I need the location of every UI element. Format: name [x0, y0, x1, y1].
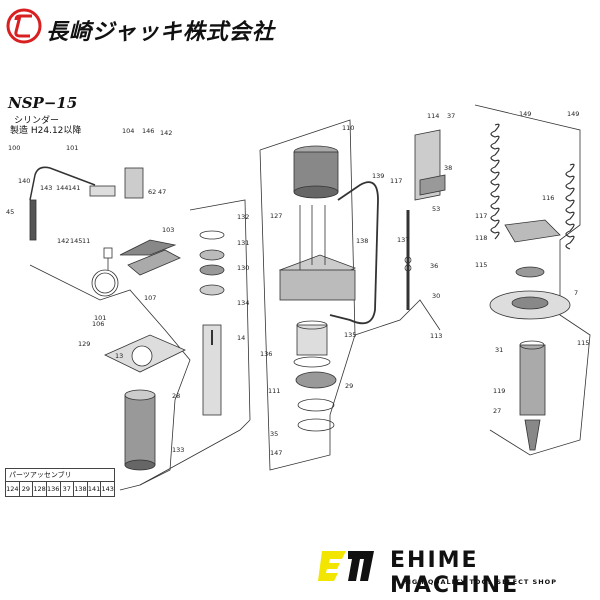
part-number-label: 104: [122, 127, 134, 135]
part-number-label: 142: [57, 237, 69, 245]
part-number-label: 13: [115, 352, 123, 360]
part-number-label: 141: [68, 184, 80, 192]
parts-table-cell: 136: [47, 482, 61, 496]
part-number-label: 45: [6, 208, 14, 216]
model-number: NSP−15: [8, 94, 78, 112]
parts-table-row: 124 29 128 136 37 138 141 143: [6, 482, 114, 496]
part-number-label: 36: [430, 262, 438, 270]
part-number-label: 149: [519, 110, 531, 118]
parts-table-cell: 124: [6, 482, 20, 496]
part-number-label: 101: [66, 144, 78, 152]
part-number-label: 31: [495, 346, 503, 354]
part-number-label: 100: [8, 144, 20, 152]
part-number-label: 30: [432, 292, 440, 300]
part-number-label: 134: [237, 299, 249, 307]
part-number-label: 37: [447, 112, 455, 120]
part-number-label: 107: [144, 294, 156, 302]
part-number-label: 127: [270, 212, 282, 220]
part-number-label: 144: [56, 184, 68, 192]
parts-table-cell: 143: [101, 485, 114, 493]
part-number-label: 28: [172, 392, 180, 400]
part-number-label: 147: [270, 449, 282, 457]
part-number-label: 35: [270, 430, 278, 438]
part-number-label: 106: [92, 320, 104, 328]
part-number-label: 149: [567, 110, 579, 118]
part-number-label: 133: [172, 446, 184, 454]
part-number-label: 110: [342, 124, 354, 132]
part-number-label: 111: [268, 387, 280, 395]
part-number-label: 140: [18, 177, 30, 185]
parts-table-cell: 141: [88, 482, 102, 496]
part-number-label: 103: [162, 226, 174, 234]
part-number-label: 101: [94, 314, 106, 322]
part-number-label: 11: [82, 237, 90, 245]
brand-tagline: HIGH QUALITY TOOL SELECT SHOP: [402, 578, 557, 586]
part-number-label: 29: [345, 382, 353, 390]
part-number-label: 131: [237, 239, 249, 247]
part-number-label: 115: [577, 339, 589, 347]
parts-table-cell: 128: [33, 482, 47, 496]
part-number-label: 14: [237, 334, 245, 342]
part-number-label: 138: [356, 237, 368, 245]
part-number-label: 47: [158, 188, 166, 196]
ehime-machine-logo-icon: [318, 551, 374, 581]
diagram-subtitle: シリンダー: [14, 116, 60, 126]
part-number-label: 7: [574, 289, 578, 297]
part-number-label: 119: [493, 387, 505, 395]
part-number-label: 117: [475, 212, 487, 220]
parts-assembly-table: パーツアッセンブリ 124 29 128 136 37 138 141 143: [5, 468, 115, 497]
manufacture-note: 製造 H24.12以降: [10, 126, 82, 136]
part-number-label: 38: [444, 164, 452, 172]
parts-table-cell: 138: [74, 482, 88, 496]
part-number-label: 118: [475, 234, 487, 242]
part-number-label: 117: [390, 177, 402, 185]
part-number-label: 142: [160, 129, 172, 137]
part-number-label: 113: [430, 332, 442, 340]
part-number-label: 129: [78, 340, 90, 348]
part-number-label: 130: [237, 264, 249, 272]
part-number-label: 114: [427, 112, 439, 120]
part-number-label: 136: [260, 350, 272, 358]
part-number-label: 62: [148, 188, 156, 196]
parts-table-cell: 37: [61, 482, 75, 496]
brand-name: EHIME MACHINE: [390, 548, 520, 598]
part-number-label: 135: [344, 331, 356, 339]
part-number-label: 27: [493, 407, 501, 415]
company-logo-icon: [6, 8, 42, 44]
part-number-label: 139: [372, 172, 384, 180]
part-number-label: 145: [70, 237, 82, 245]
company-name: 長崎ジャッキ株式会社: [46, 19, 275, 45]
part-number-label: 137: [397, 236, 409, 244]
part-number-label: 115: [475, 261, 487, 269]
part-number-label: 132: [237, 213, 249, 221]
parts-table-cell: 29: [20, 482, 34, 496]
part-number-label: 146: [142, 127, 154, 135]
part-number-label: 116: [542, 194, 554, 202]
part-number-label: 53: [432, 205, 440, 213]
parts-table-title: パーツアッセンブリ: [6, 469, 114, 482]
part-number-label: 143: [40, 184, 52, 192]
